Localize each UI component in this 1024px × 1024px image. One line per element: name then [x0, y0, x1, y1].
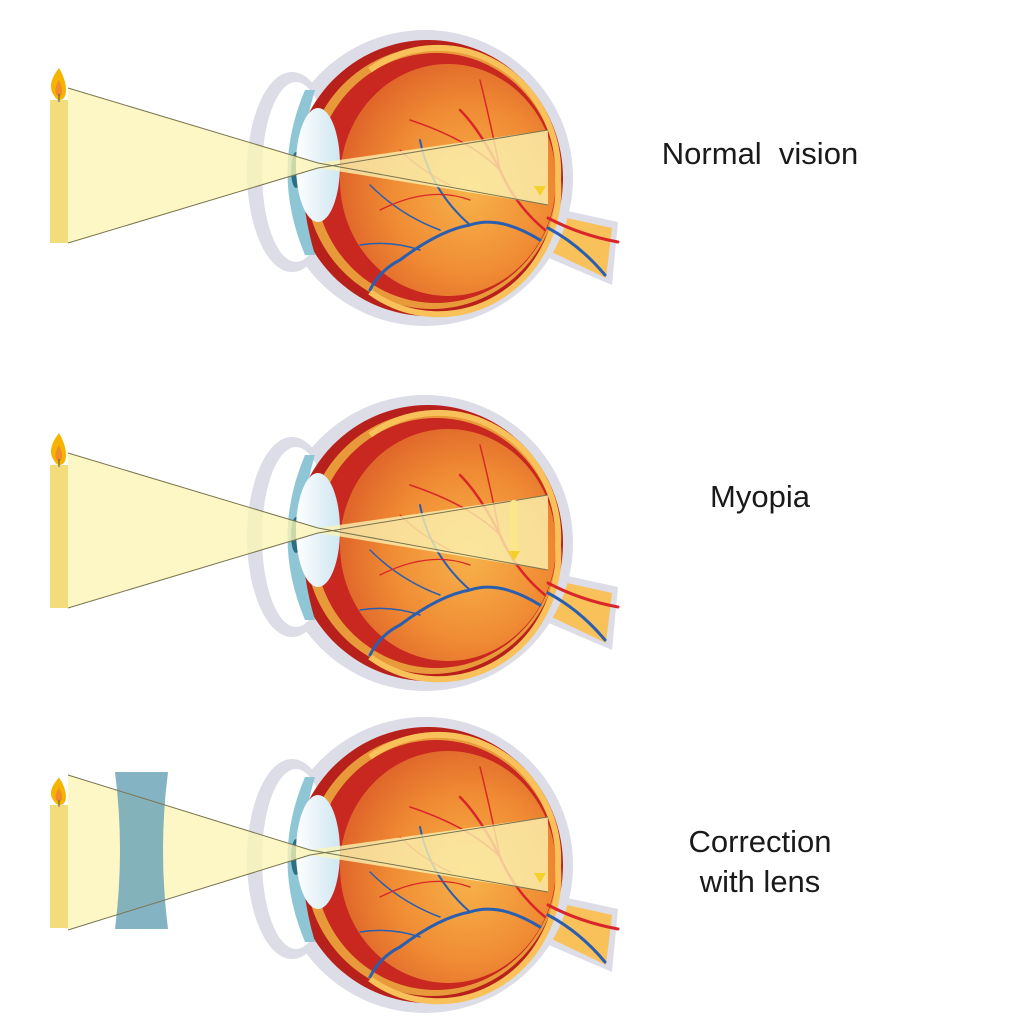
light-ray-top	[67, 452, 549, 571]
light-ray-top	[67, 774, 549, 893]
light-ray-bottom	[67, 494, 549, 609]
panel-myopia	[49, 395, 618, 691]
label-normal-vision: Normal vision	[661, 136, 859, 171]
label-correction-line1: Correction	[688, 824, 832, 859]
light-cone	[68, 775, 548, 930]
corrective-concave-lens	[115, 772, 168, 929]
panel-normal-vision	[49, 30, 618, 326]
light-ray-bottom	[67, 816, 549, 931]
candle-icon	[49, 432, 69, 609]
focused-image-icon	[508, 551, 520, 561]
label-myopia: Myopia	[710, 479, 810, 514]
light-ray-top	[67, 87, 549, 206]
blurred-image	[510, 500, 518, 555]
focused-image-icon	[534, 186, 546, 196]
light-cone	[68, 453, 548, 608]
focused-image-icon	[534, 873, 546, 883]
candle-icon	[49, 776, 69, 929]
panel-correction	[49, 717, 618, 1013]
light-cone	[68, 88, 548, 243]
candle-icon	[49, 67, 69, 244]
label-correction-line2: with lens	[699, 864, 821, 899]
light-ray-bottom	[67, 129, 549, 244]
